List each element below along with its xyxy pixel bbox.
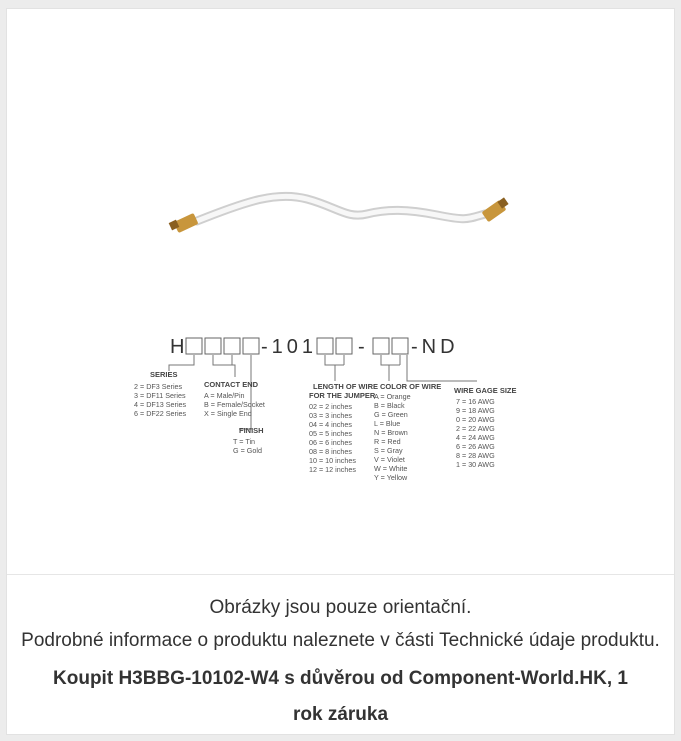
svg-text:W = White: W = White [374, 464, 407, 473]
svg-text:05 = 5 inches: 05 = 5 inches [309, 429, 352, 438]
svg-text:1 = 30 AWG: 1 = 30 AWG [456, 460, 495, 469]
svg-text:9 = 18 AWG: 9 = 18 AWG [456, 406, 495, 415]
svg-text:N = Brown: N = Brown [374, 428, 408, 437]
svg-text:L = Blue: L = Blue [374, 419, 400, 428]
svg-text:G = Green: G = Green [374, 410, 408, 419]
product-diagram: H -101 - -ND [134, 191, 517, 482]
svg-text:04 = 4 inches: 04 = 4 inches [309, 420, 352, 429]
svg-text:X = Single End: X = Single End [204, 409, 252, 418]
legend-leader-lines [168, 355, 477, 430]
divider [7, 574, 674, 575]
svg-text:3 = DF11 Series: 3 = DF11 Series [134, 391, 186, 400]
svg-text:-ND: -ND [411, 336, 459, 358]
svg-text:FINISH: FINISH [239, 426, 264, 435]
svg-text:4 = DF13 Series: 4 = DF13 Series [134, 400, 187, 409]
svg-text:FOR THE JUMPER: FOR THE JUMPER [309, 391, 376, 400]
svg-text:-101: -101 [261, 336, 317, 358]
svg-text:6 = 26 AWG: 6 = 26 AWG [456, 442, 495, 451]
svg-text:H: H [170, 336, 184, 358]
svg-text:0 = 20 AWG: 0 = 20 AWG [456, 415, 495, 424]
svg-text:8 = 28 AWG: 8 = 28 AWG [456, 451, 495, 460]
disclaimer-text: Obrázky jsou pouze orientační. [209, 597, 472, 618]
svg-text:V = Violet: V = Violet [374, 455, 405, 464]
svg-text:B = Female/Socket: B = Female/Socket [204, 400, 265, 409]
svg-text:08 = 8 inches: 08 = 8 inches [309, 447, 352, 456]
svg-text:06 = 6 inches: 06 = 6 inches [309, 438, 352, 447]
svg-text:S = Gray: S = Gray [374, 446, 403, 455]
color-legend: COLOR OF WIRE A = Orange B = Black G = G… [374, 382, 441, 482]
svg-text:10 = 10 inches: 10 = 10 inches [309, 456, 356, 465]
svg-text:G = Gold: G = Gold [233, 446, 262, 455]
finish-legend: FINISH T = Tin G = Gold [233, 426, 264, 455]
part-number-template: H -101 - -ND [170, 336, 459, 358]
svg-text:4 = 24 AWG: 4 = 24 AWG [456, 433, 495, 442]
svg-text:WIRE GAGE SIZE: WIRE GAGE SIZE [454, 386, 517, 395]
svg-text:CONTACT END: CONTACT END [204, 380, 259, 389]
svg-text:T = Tin: T = Tin [233, 437, 255, 446]
product-info-text: Podrobné informace o produktu naleznete … [21, 630, 660, 651]
svg-text:SERIES: SERIES [150, 370, 178, 379]
product-image-card: H -101 - -ND [6, 8, 675, 735]
svg-text:12 = 12 inches: 12 = 12 inches [309, 465, 356, 474]
svg-text:Y = Yellow: Y = Yellow [374, 473, 408, 482]
svg-text:A = Male/Pin: A = Male/Pin [204, 391, 245, 400]
buy-with-confidence-text: Koupit H3BBG-10102-W4 s důvěrou od Compo… [53, 668, 628, 725]
svg-text:A = Orange: A = Orange [374, 392, 411, 401]
contact-end-legend: CONTACT END A = Male/Pin B = Female/Sock… [204, 380, 265, 418]
svg-text:2 = 22 AWG: 2 = 22 AWG [456, 424, 495, 433]
svg-text:02 = 2 inches: 02 = 2 inches [309, 402, 352, 411]
svg-text:03 = 3 inches: 03 = 3 inches [309, 411, 352, 420]
wire-gage-legend: WIRE GAGE SIZE 7 = 16 AWG 9 = 18 AWG 0 =… [454, 386, 517, 469]
left-connector [168, 213, 198, 233]
series-legend: SERIES 2 = DF3 Series 3 = DF11 Series 4 … [134, 370, 187, 418]
svg-text:B = Black: B = Black [374, 401, 405, 410]
svg-text:6 = DF22 Series: 6 = DF22 Series [134, 409, 187, 418]
svg-text:R = Red: R = Red [374, 437, 401, 446]
svg-text:-: - [358, 336, 365, 358]
jumper-cable-illustration [168, 191, 509, 233]
svg-text:LENGTH OF WIRE: LENGTH OF WIRE [313, 382, 378, 391]
image-captions: Obrázky jsou pouze orientační. Podrobné … [7, 575, 674, 733]
svg-text:COLOR OF WIRE: COLOR OF WIRE [380, 382, 441, 391]
right-connector [482, 197, 509, 222]
svg-text:2 = DF3 Series: 2 = DF3 Series [134, 382, 183, 391]
product-image[interactable]: H -101 - -ND [7, 9, 674, 574]
length-legend: LENGTH OF WIRE FOR THE JUMPER 02 = 2 inc… [309, 382, 378, 474]
svg-text:7 = 16 AWG: 7 = 16 AWG [456, 397, 495, 406]
